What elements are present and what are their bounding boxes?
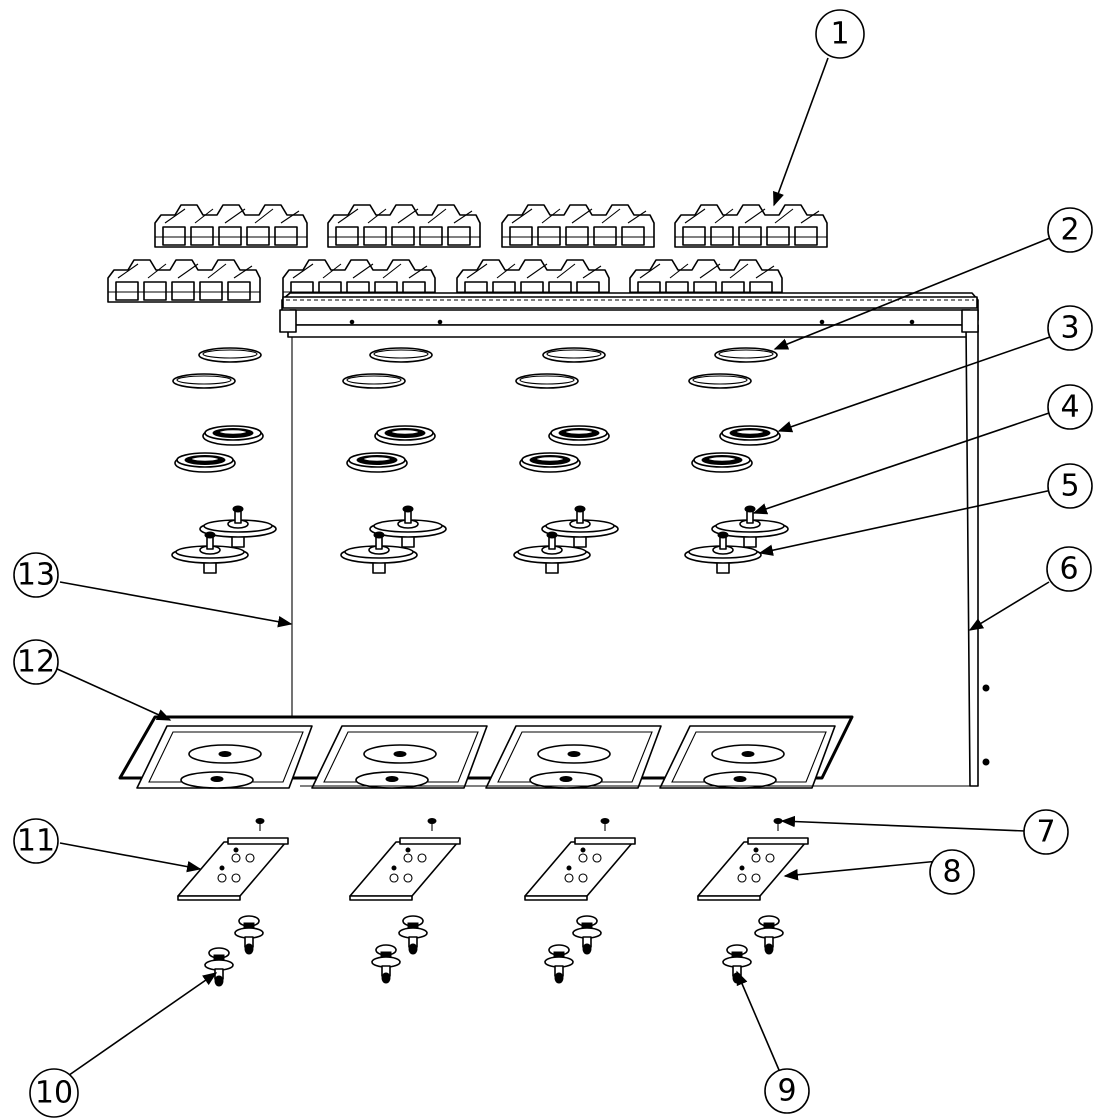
- callout-10: 10: [29, 1068, 79, 1118]
- callout-8: 8: [929, 849, 975, 895]
- burner-heads: [174, 425, 781, 473]
- callout-5: 5: [1047, 463, 1093, 509]
- callout-label-6: 6: [1059, 552, 1078, 587]
- callout-label-12: 12: [17, 645, 55, 680]
- callout-6: 6: [1046, 546, 1092, 592]
- callout-label-9: 9: [777, 1074, 796, 1109]
- callout-label-7: 7: [1036, 815, 1055, 850]
- burner-tray: [118, 715, 975, 789]
- burner-bases: [171, 505, 789, 574]
- leader-lines: [54, 57, 1053, 1081]
- callout-label-13: 13: [17, 558, 55, 593]
- callout-label-1: 1: [830, 17, 849, 52]
- callout-7: 7: [1023, 809, 1069, 855]
- callout-label-2: 2: [1060, 213, 1079, 248]
- callout-11: 11: [13, 818, 59, 864]
- callout-12: 12: [13, 639, 59, 685]
- grates-row-back: [154, 204, 828, 248]
- callout-4: 4: [1047, 384, 1093, 430]
- gas-valves: [204, 915, 784, 987]
- callout-9: 9: [764, 1068, 810, 1114]
- callout-13: 13: [13, 552, 59, 598]
- callout-3: 3: [1047, 305, 1093, 351]
- callout-label-4: 4: [1060, 390, 1079, 425]
- callout-label-8: 8: [942, 855, 961, 890]
- callout-1: 1: [815, 9, 865, 59]
- callout-2: 2: [1047, 207, 1093, 253]
- valve-brackets: [177, 837, 809, 901]
- burner-caps: [172, 347, 778, 389]
- callout-label-3: 3: [1060, 311, 1079, 346]
- rear-flue-panel: [279, 292, 990, 787]
- callout-label-11: 11: [17, 824, 55, 859]
- screws: [255, 817, 783, 832]
- callout-label-10: 10: [35, 1076, 73, 1111]
- callout-label-5: 5: [1060, 469, 1079, 504]
